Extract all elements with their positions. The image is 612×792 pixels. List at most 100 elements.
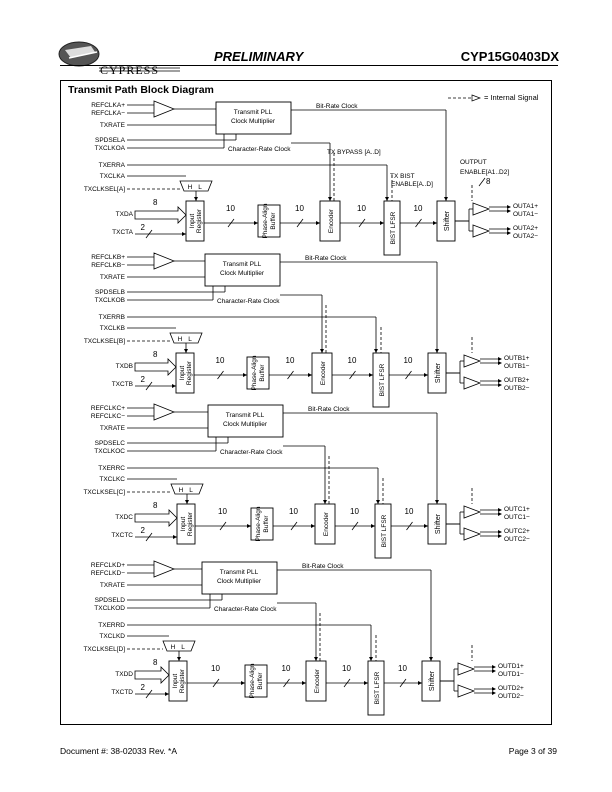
- ch-d-input-label-2: Register: [179, 668, 186, 693]
- ch-b-out-n-arrow: [498, 361, 502, 365]
- ch-a-data-width-3: 10: [414, 204, 423, 213]
- ch-c-pll-label-1: Transmit PLL: [226, 412, 265, 419]
- ch-c-encoder-label: Encoder: [323, 511, 330, 536]
- ch-b-refclk-buffer: [153, 252, 176, 270]
- ch-b-mux-l: L: [188, 336, 192, 343]
- ch-c-mux-out-arrow: [185, 500, 189, 504]
- ch-c-signal-label-5: TXERRC: [98, 465, 125, 472]
- ch-b-bist-label: BIST LFSR: [379, 363, 386, 396]
- ch-d-phase-label-2: Buffer: [257, 672, 264, 690]
- ch-d-input-label-1: Input: [172, 674, 179, 689]
- bus-slash: [399, 678, 407, 688]
- ch-d-refclk-buffer: [153, 560, 176, 578]
- ch-b-out-n-arrow: [498, 383, 502, 387]
- ch-b-txd-bus-arrow: [134, 358, 177, 376]
- ch-d-txct-width: 2: [141, 683, 146, 692]
- ch-d-mux-out-arrow: [177, 657, 181, 661]
- ch-c-data-arrow-1: [311, 524, 315, 528]
- ch-d-data-width-3: 10: [398, 664, 407, 673]
- ch-b-output-driver-1: [463, 354, 482, 368]
- ch-b-signal-label-4: TXCLKOB: [95, 297, 125, 304]
- bus-slash: [405, 370, 412, 380]
- bus-slash: [145, 689, 153, 699]
- bus-slash: [227, 218, 235, 228]
- ch-a-data-arrow-2: [380, 221, 384, 225]
- ch-b-data-arrow-1: [308, 373, 312, 377]
- ch-d-signal-label-0: REFCLKD+: [91, 562, 125, 569]
- ch-c-bit-rate-label: Bit-Rate Clock: [308, 406, 350, 413]
- ch-a-txct-arrow: [182, 232, 186, 236]
- ch-a-txerr-arrow: [385, 197, 389, 201]
- bus-slash: [415, 218, 422, 228]
- ch-d-bit-rate-arrow: [429, 657, 433, 661]
- bus-slash: [296, 218, 304, 228]
- ch-b-signal-label-1: REFCLKB−: [91, 262, 125, 269]
- ch-b-data-arrow-3: [424, 373, 428, 377]
- ch-d-data-width-1: 10: [282, 664, 291, 673]
- part-number: CYP15G0403DX: [460, 49, 559, 64]
- ch-d-encoder-label: Encoder: [314, 668, 321, 693]
- bus-slash: [219, 521, 227, 531]
- ch-a-out-p-arrow: [507, 205, 511, 209]
- ch-c-signal-label-6: TXCLKC: [99, 476, 125, 483]
- bus-slash: [145, 381, 153, 391]
- ch-d-txd-label: TXDD: [115, 671, 133, 678]
- ch-b-signal-label-7: TXCLKSEL[B]: [84, 338, 125, 345]
- ch-a-signal-label-5: TXERRA: [99, 162, 126, 169]
- document-number: Document #: 38-02033 Rev. *A: [60, 746, 178, 756]
- ch-c-input-label-1: Input: [180, 517, 187, 532]
- ch-d-data-width-0: 10: [211, 664, 220, 673]
- ch-c-encoder-block: [314, 503, 336, 545]
- ch-b-txct-arrow: [172, 384, 176, 388]
- ch-c-bist-label: BIST LFSR: [381, 514, 388, 547]
- ch-b-encoder-block: [311, 352, 333, 394]
- ch-a-out-n-arrow: [507, 231, 511, 235]
- ch-a-input-register-block: [185, 200, 205, 242]
- ch-c-phase-align-block: [250, 507, 274, 541]
- ch-b-data-arrow-2: [369, 373, 373, 377]
- bus-slash: [478, 177, 486, 187]
- ch-d-data-arrow-3: [418, 681, 422, 685]
- ch-b-txerr-arrow: [374, 349, 378, 353]
- ch-c-signal-label-2: TXRATE: [100, 425, 126, 432]
- ch-c-data-width-1: 10: [289, 507, 298, 516]
- ch-a-bit-rate-arrow: [444, 197, 448, 201]
- ch-c-signal-label-1: REFCLKC−: [91, 413, 125, 420]
- output-enable-label: ENABLE[A1..D2]: [460, 169, 509, 176]
- ch-d-data-arrow-0: [241, 681, 245, 685]
- ch-c-out-p-label-1: OUTC1+: [504, 506, 530, 513]
- ch-b-pll-block: [204, 253, 281, 287]
- ch-b-char-rate-label: Character-Rate Clock: [217, 298, 280, 305]
- ch-a-signal-label-2: TXRATE: [100, 122, 126, 129]
- ch-d-txct-arrow: [165, 692, 169, 696]
- ch-a-char-rate-label: Character-Rate Clock: [228, 146, 291, 153]
- bus-slash: [287, 370, 294, 380]
- ch-b-bit-rate-label: Bit-Rate Clock: [305, 255, 347, 262]
- ch-a-out-n-arrow: [507, 209, 511, 213]
- ch-c-txerr-arrow: [376, 500, 380, 504]
- ch-d-txd-width: 8: [153, 658, 158, 667]
- ch-b-char-rate-arrow: [320, 349, 324, 353]
- ch-a-txd-bus-arrow: [134, 206, 187, 224]
- ch-a-out-p-arrow: [507, 227, 511, 231]
- ch-c-shifter-label: Shifter: [435, 513, 442, 534]
- ch-d-signal-label-3: SPDSELD: [95, 597, 126, 604]
- ch-d-data-arrow-2: [364, 681, 368, 685]
- ch-c-txct-label: TXCTC: [111, 532, 133, 539]
- ch-c-data-width-3: 10: [405, 507, 414, 516]
- ch-d-output-driver-2: [457, 684, 476, 698]
- ch-a-encoder-label: Encoder: [328, 208, 335, 233]
- ch-a-output-driver-2: [472, 224, 491, 238]
- ch-c-data-arrow-0: [247, 524, 251, 528]
- ch-b-encoder-label: Encoder: [320, 360, 327, 385]
- ch-a-bist-label: BIST LFSR: [390, 211, 397, 244]
- ch-c-char-rate-arrow: [323, 500, 327, 504]
- ch-a-signal-label-4: TXCLKOA: [95, 145, 126, 152]
- ch-a-mux-h: H: [188, 184, 193, 191]
- ch-b-phase-label-1: Phase-Align: [251, 355, 258, 390]
- cypress-logo: [58, 41, 180, 72]
- ch-b-out-n-label-1: OUTB1−: [504, 363, 530, 370]
- ch-d-mux-l: L: [181, 644, 185, 651]
- bus-slash: [217, 370, 224, 380]
